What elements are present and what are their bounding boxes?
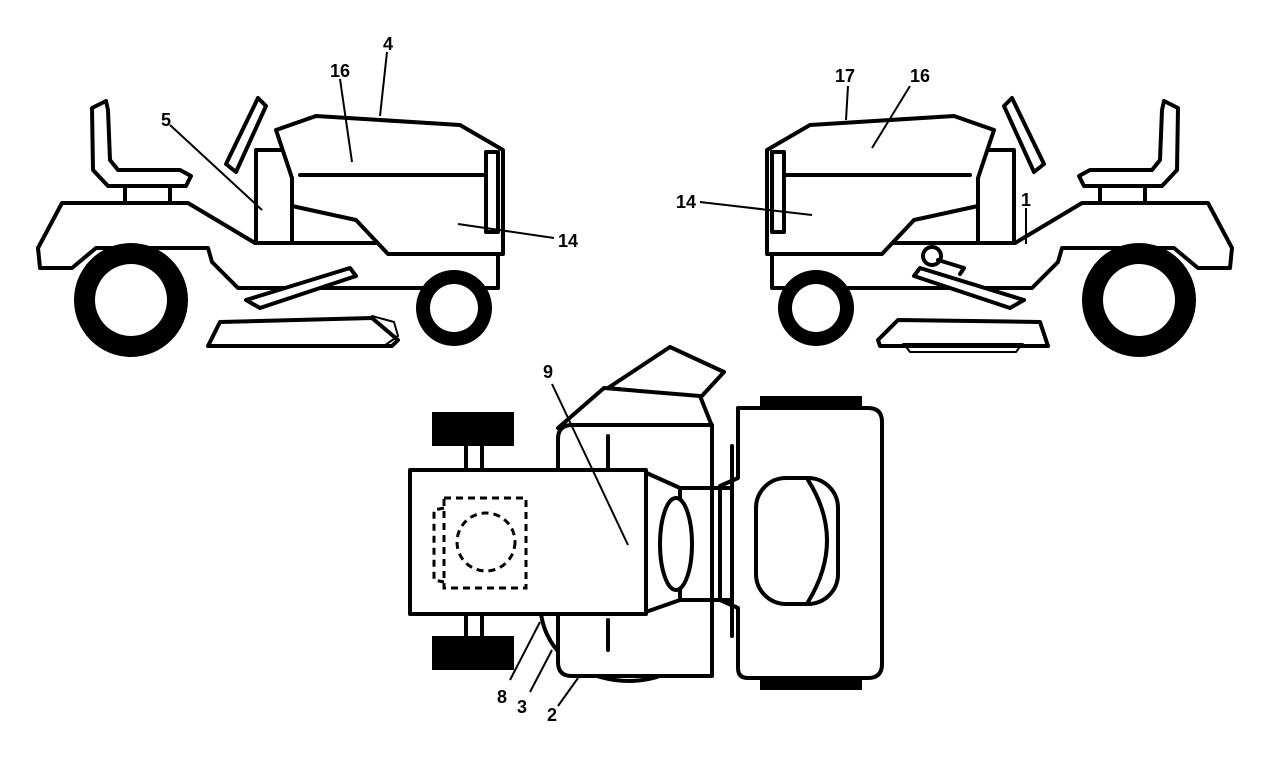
tractor-right-side-view bbox=[765, 96, 1234, 357]
callout-3: 3 bbox=[517, 697, 527, 717]
mower-deck-left bbox=[206, 316, 400, 348]
callout-17: 17 bbox=[835, 66, 855, 86]
steering-wheel-left bbox=[224, 96, 268, 174]
callout-5: 5 bbox=[161, 110, 171, 130]
callout-labels: 4 16 5 14 17 16 14 1 9 8 3 2 bbox=[161, 34, 1031, 725]
hood-left bbox=[274, 114, 505, 256]
tractor-left-side-view bbox=[36, 96, 505, 357]
callout-4: 4 bbox=[383, 34, 393, 54]
seat-left bbox=[90, 99, 193, 188]
hood-top bbox=[408, 468, 648, 616]
callout-14-right: 14 bbox=[676, 192, 696, 212]
callout-16-right: 16 bbox=[910, 66, 930, 86]
tractor-top-view bbox=[408, 345, 884, 690]
steering-wheel-right bbox=[1002, 96, 1046, 174]
callout-1: 1 bbox=[1021, 190, 1031, 210]
callout-9: 9 bbox=[543, 362, 553, 382]
seat-top bbox=[754, 476, 840, 606]
hood-right bbox=[765, 114, 996, 256]
callout-2: 2 bbox=[547, 705, 557, 725]
callout-14-left: 14 bbox=[558, 231, 578, 251]
leader-lines bbox=[169, 51, 1027, 707]
callout-8: 8 bbox=[497, 687, 507, 707]
callout-16-left: 16 bbox=[330, 61, 350, 81]
seat-right bbox=[1077, 99, 1180, 188]
mower-deck-right bbox=[876, 318, 1050, 348]
